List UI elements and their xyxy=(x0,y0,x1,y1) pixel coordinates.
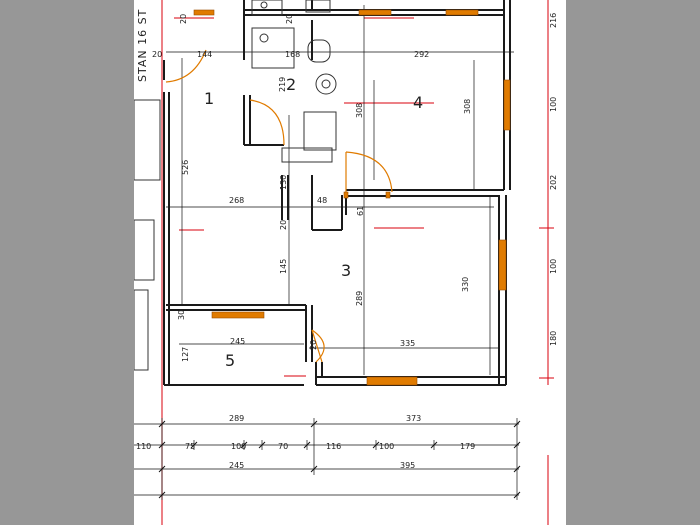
dim-label: 20 xyxy=(152,50,162,59)
fixtures xyxy=(134,0,337,371)
dim-label: 179 xyxy=(460,442,475,451)
dim-label: 289 xyxy=(229,414,244,423)
viewer-gutter-right xyxy=(566,0,700,525)
dim-label: 395 xyxy=(400,461,415,470)
dim-label: 292 xyxy=(414,50,429,59)
dim-label: 219 xyxy=(278,77,287,92)
dim-label: 20 xyxy=(309,340,318,350)
dim-label: 268 xyxy=(229,196,244,205)
document-page[interactable]: STAN 16 ST 1 2 3 4 5 20 144 168 292 268 … xyxy=(134,0,566,525)
room-label-5: 5 xyxy=(225,351,235,370)
dim-label: 70 xyxy=(278,442,288,451)
dim-label: 110 xyxy=(136,442,151,451)
dim-label: 75 xyxy=(185,442,195,451)
dim-label: 20 xyxy=(285,14,294,24)
dim-label: 127 xyxy=(181,347,190,362)
room-label-1: 1 xyxy=(204,89,214,108)
dim-label: 168 xyxy=(285,50,300,59)
dim-label: 145 xyxy=(279,259,288,274)
dim-label: 245 xyxy=(229,461,244,470)
viewer-gutter-left xyxy=(0,0,134,525)
windows xyxy=(193,9,511,386)
dim-label: 100 xyxy=(379,442,394,451)
dim-label: 144 xyxy=(197,50,212,59)
dim-label: 30 xyxy=(177,310,186,320)
room-label-4: 4 xyxy=(413,93,423,112)
dim-label: 289 xyxy=(355,291,364,306)
dim-label: 20 xyxy=(279,220,288,230)
floor-plan-drawing: STAN 16 ST 1 2 3 4 5 20 144 168 292 268 … xyxy=(134,0,558,525)
dim-label: 48 xyxy=(317,196,327,205)
walls xyxy=(163,0,511,386)
dim-label: 308 xyxy=(355,103,364,118)
dim-label: 100 xyxy=(231,442,246,451)
dim-label: 61 xyxy=(356,206,365,216)
dim-label: 526 xyxy=(181,160,190,175)
dim-label: 245 xyxy=(230,337,245,346)
dim-label: 308 xyxy=(463,99,472,114)
dim-label: 335 xyxy=(400,339,415,348)
dimension-ticks xyxy=(158,420,521,499)
dimension-lines xyxy=(134,5,519,500)
dim-label: 373 xyxy=(406,414,421,423)
red-guide-lines xyxy=(161,0,554,525)
door-swings xyxy=(165,49,393,363)
room-label-2: 2 xyxy=(286,75,296,94)
dim-label: 330 xyxy=(461,277,470,292)
dim-label: 116 xyxy=(326,442,341,451)
dim-label: 20 xyxy=(179,14,188,24)
plan-title: STAN 16 ST xyxy=(136,9,149,82)
dim-label: 180 xyxy=(549,331,558,346)
dim-label: 130 xyxy=(279,175,288,190)
dim-label: 216 xyxy=(549,13,558,28)
dim-label: 100 xyxy=(549,97,558,112)
room-label-3: 3 xyxy=(341,261,351,280)
dim-label: 202 xyxy=(549,175,558,190)
dim-label: 100 xyxy=(549,259,558,274)
